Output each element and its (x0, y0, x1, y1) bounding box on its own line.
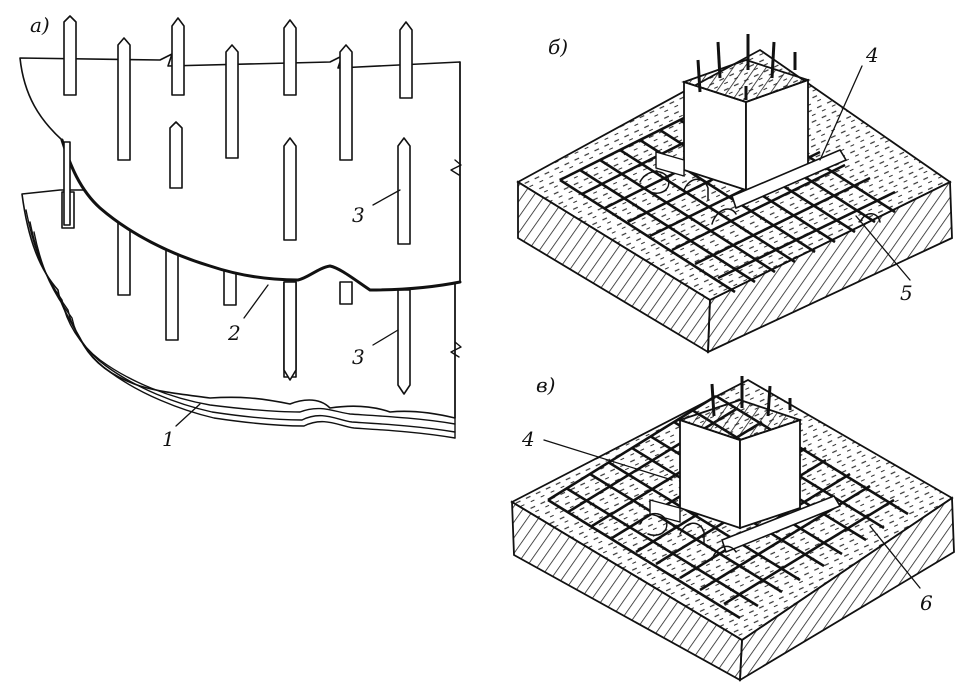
column-b (681, 34, 811, 192)
column-v (677, 376, 803, 530)
callout-6: 6 (920, 591, 933, 615)
panel-b-label: б) (548, 35, 568, 59)
callout-1: 1 (162, 427, 175, 451)
callout-3-lower: 3 (352, 345, 365, 369)
callout-3-upper: 3 (352, 203, 365, 227)
panel-b: б) (516, 34, 953, 354)
callout-4-v: 4 (521, 427, 535, 451)
upper-bars (63, 15, 413, 245)
panel-a: а) (19, 13, 462, 451)
panel-v-label: в) (536, 373, 555, 397)
lower-bars (61, 191, 411, 395)
callout-4-b: 4 (865, 43, 879, 67)
panel-a-label: а) (30, 13, 50, 37)
panel-v: в) (510, 373, 955, 682)
callout-2: 2 (227, 321, 241, 345)
callout-5: 5 (900, 281, 913, 305)
